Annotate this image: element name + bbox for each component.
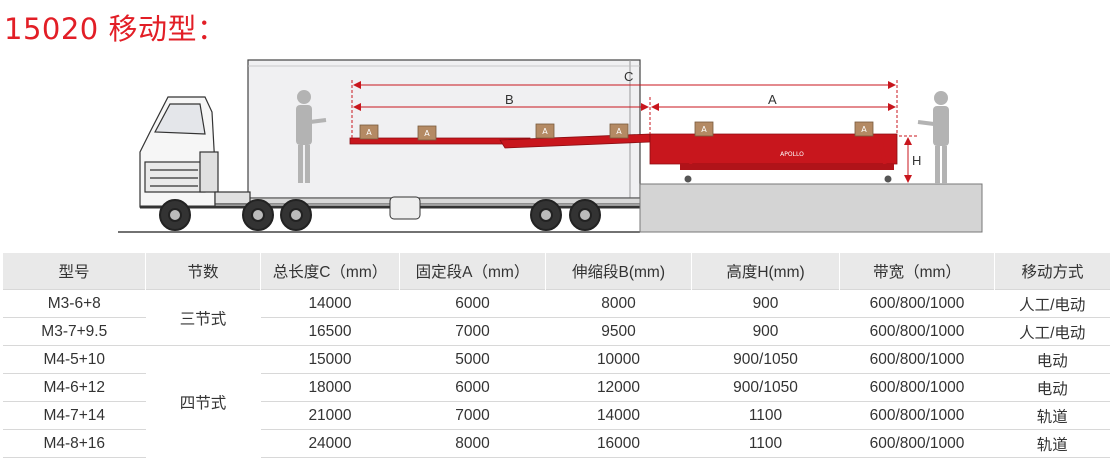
cell-height: 900/1050 [691, 373, 840, 402]
worker-left-icon [296, 90, 327, 183]
cell-telescopic-length: 16000 [545, 429, 692, 458]
table-header-row: 型号 节数 总长度C（mm） 固定段A（mm） 伸缩段B(mm) 高度H(mm)… [3, 253, 1110, 290]
cell-movement: 人工/电动 [994, 317, 1110, 346]
brand-logo: APOLLO [780, 151, 804, 158]
col-sections: 节数 [145, 253, 261, 290]
svg-text:A: A [616, 127, 622, 136]
cartons [359, 121, 874, 141]
conveyor-body [349, 133, 898, 183]
cell-model: M3-7+9.5 [3, 317, 146, 346]
col-belt-width: 带宽（mm） [839, 253, 995, 290]
label-a: A [768, 92, 777, 107]
cell-fixed-length: 7000 [399, 401, 546, 430]
cell-movement: 电动 [994, 345, 1110, 374]
cell-telescopic-length: 12000 [545, 373, 692, 402]
cell-belt-width: 600/800/1000 [839, 289, 995, 318]
cell-telescopic-length: 14000 [545, 401, 692, 430]
col-fixed-length: 固定段A（mm） [399, 253, 546, 290]
cell-height: 1100 [691, 429, 840, 458]
loading-dock [639, 183, 983, 233]
cell-telescopic-length: 9500 [545, 317, 692, 346]
cell-movement: 轨道 [994, 429, 1110, 458]
cell-belt-width: 600/800/1000 [839, 429, 995, 458]
dimension-c [351, 80, 898, 140]
cell-belt-width: 600/800/1000 [839, 317, 995, 346]
cell-height: 900 [691, 317, 840, 346]
col-movement: 移动方式 [994, 253, 1110, 290]
worker-right-icon [917, 91, 949, 184]
col-total-length: 总长度C（mm） [260, 253, 400, 290]
col-height: 高度H(mm) [691, 253, 840, 290]
table-row: M4-7+14 21000 7000 14000 1100 600/800/10… [3, 401, 1110, 430]
cell-total-length: 18000 [260, 373, 400, 402]
truck-wheels [159, 199, 601, 231]
cell-fixed-length: 8000 [399, 429, 546, 458]
cell-movement: 电动 [994, 373, 1110, 402]
cell-movement: 轨道 [994, 401, 1110, 430]
svg-text:A: A [701, 125, 707, 134]
svg-text:A: A [542, 127, 548, 136]
dimension-b [353, 97, 651, 134]
carton-labels: A A A A A A [366, 125, 867, 138]
cell-fixed-length: 5000 [399, 345, 546, 374]
cell-telescopic-length: 10000 [545, 345, 692, 374]
cell-total-length: 21000 [260, 401, 400, 430]
cell-movement: 人工/电动 [994, 289, 1110, 318]
spec-table: 型号 节数 总长度C（mm） 固定段A（mm） 伸缩段B(mm) 高度H(mm)… [3, 253, 1110, 458]
cell-model: M4-7+14 [3, 401, 146, 430]
label-h: H [912, 153, 921, 168]
cell-height: 900 [691, 289, 840, 318]
cell-fixed-length: 6000 [399, 373, 546, 402]
cell-total-length: 24000 [260, 429, 400, 458]
cell-fixed-length: 7000 [399, 317, 546, 346]
dimension-h [899, 135, 918, 183]
svg-text:A: A [424, 129, 430, 138]
cell-model: M4-5+10 [3, 345, 146, 374]
cell-total-length: 15000 [260, 345, 400, 374]
cell-height: 1100 [691, 401, 840, 430]
fuel-tank [389, 196, 421, 220]
table-row: M3-6+8 三节式 14000 6000 8000 900 600/800/1… [3, 289, 1110, 346]
telescopic-conveyor-diagram: APOLLO A A A A A A C B A H [118, 59, 983, 233]
cell-total-length: 16500 [260, 317, 400, 346]
label-c: C [624, 69, 633, 84]
label-b: B [505, 92, 514, 107]
cell-belt-width: 600/800/1000 [839, 401, 995, 430]
truck-cab [139, 96, 251, 208]
page-title: 15020 移动型： [4, 12, 227, 46]
cell-height: 900/1050 [691, 345, 840, 374]
cell-fixed-length: 6000 [399, 289, 546, 318]
cell-belt-width: 600/800/1000 [839, 373, 995, 402]
svg-text:A: A [861, 125, 867, 134]
cell-sections: 三节式 [145, 289, 261, 346]
cell-model: M4-6+12 [3, 373, 146, 402]
cell-model: M3-6+8 [3, 289, 146, 318]
table-row: M4-6+12 18000 6000 12000 900/1050 600/80… [3, 373, 1110, 402]
table-row: M3-7+9.5 16500 7000 9500 900 600/800/100… [3, 317, 1110, 346]
cell-telescopic-length: 8000 [545, 289, 692, 318]
col-model: 型号 [3, 253, 146, 290]
svg-text:A: A [366, 128, 372, 137]
trailer-container [247, 59, 641, 205]
table-row: M4-5+10 四节式 15000 5000 10000 900/1050 60… [3, 345, 1110, 458]
col-telescopic-length: 伸缩段B(mm) [545, 253, 692, 290]
table-row: M4-8+16 24000 8000 16000 1100 600/800/10… [3, 429, 1110, 458]
cell-model: M4-8+16 [3, 429, 146, 458]
cell-total-length: 14000 [260, 289, 400, 318]
cell-sections: 四节式 [145, 345, 261, 458]
cell-belt-width: 600/800/1000 [839, 345, 995, 374]
